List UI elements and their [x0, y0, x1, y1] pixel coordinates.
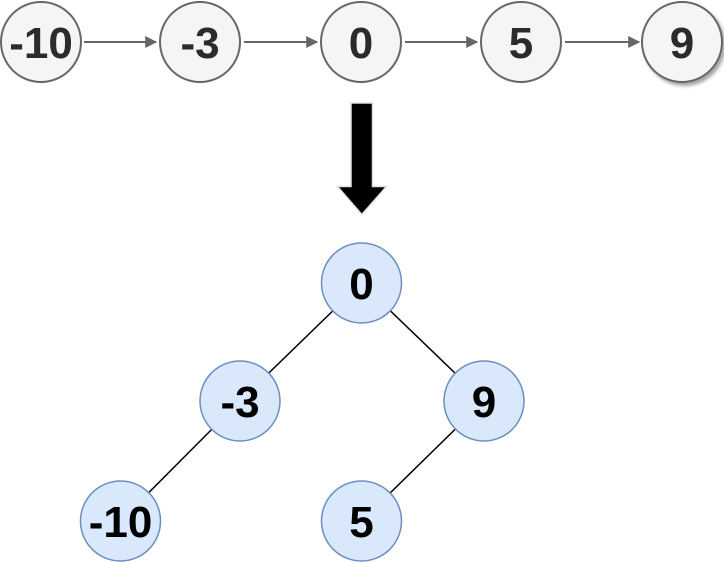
- list-node-value: -3: [180, 19, 219, 68]
- tree-node: -10: [79, 480, 162, 562]
- list-node: 0: [320, 1, 402, 83]
- binary-tree: 0 -3 9 -10 5: [79, 242, 525, 562]
- list-node-value: 5: [509, 19, 533, 68]
- list-node-circle: [480, 1, 562, 83]
- tree-node: 9: [443, 360, 525, 442]
- tree-node: 5: [320, 480, 403, 562]
- tree-node-value: -3: [220, 378, 259, 427]
- tree-node-circle: [443, 360, 525, 442]
- tree-node-circle: [320, 242, 403, 324]
- list-node: 5: [480, 1, 562, 83]
- list-node: 9: [641, 1, 723, 83]
- list-node-circle: [641, 1, 723, 83]
- tree-node: -3: [199, 360, 281, 442]
- tree-node-circle: [320, 480, 403, 562]
- tree-node-circle: [79, 480, 162, 562]
- tree-node-value: 9: [472, 378, 496, 427]
- list-node: -10: [0, 1, 82, 83]
- tree-node-value: -10: [89, 498, 153, 547]
- tree-node: 0: [320, 242, 403, 324]
- list-node-circle: [159, 1, 241, 83]
- tree-node-value: 5: [349, 498, 373, 547]
- list-node-circle: [0, 1, 82, 83]
- list-node-value: 0: [349, 19, 373, 68]
- tree-node-circle: [199, 360, 281, 442]
- down-arrow-icon: [335, 102, 389, 216]
- tree-node-value: 0: [349, 260, 373, 309]
- list-node-value: -10: [9, 19, 73, 68]
- linked-list: -10 -3 0 5 9: [0, 1, 723, 83]
- list-node: -3: [159, 1, 241, 83]
- list-node-circle: [320, 1, 402, 83]
- list-node-value: 9: [670, 19, 694, 68]
